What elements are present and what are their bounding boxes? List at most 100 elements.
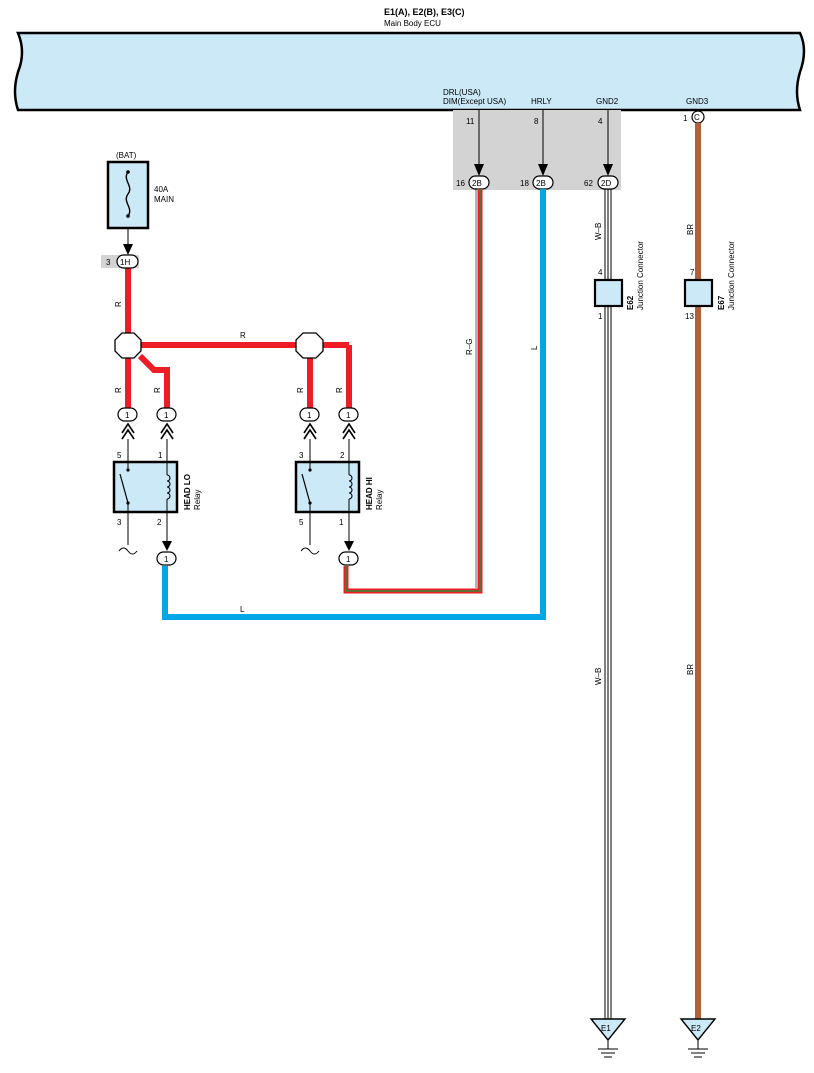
head-hi-conn-3-label: 1 [307,411,312,420]
fuse-icon [125,171,131,217]
head-lo-conn-5 [117,407,138,422]
head-hi-open-end [300,547,320,555]
wire-l-label-vertical: L [530,345,539,350]
hrly-pin-number: 8 [534,117,539,126]
e67-pin-bottom: 13 [685,312,694,321]
head-lo-open-end [118,547,138,555]
hrly-signal-label: HRLY [531,97,552,106]
head-hi-pin-3: 3 [299,451,304,460]
wire-r-network [125,268,352,408]
ecu-name-label: Main Body ECU [384,19,441,28]
ground-e2-label: E2 [691,1024,701,1033]
e67-pin-top: 7 [690,268,695,277]
ground-e2-triangle [679,1018,717,1042]
wire-r-label-hi-2: R [335,387,344,393]
head-lo-coil [166,474,171,500]
fuse-name-label: MAIN [154,195,174,204]
head-hi-pin-1: 1 [339,518,344,527]
wire-r-g-label: R–G [465,339,474,355]
e62-id: E62 [626,295,635,310]
head-lo-pin-3: 3 [117,518,122,527]
head-hi-conn-3 [299,407,320,422]
wire-r-label-lo-5: R [114,387,123,393]
head-lo-relay: 1 1 5 1 HEAD LO Relay 3 2 1 [112,407,202,566]
e62-pin-bottom: 1 [598,312,603,321]
ground-e1-triangle [589,1018,627,1042]
drl-pin-number: 11 [466,117,475,126]
wire-w-b-label-bottom: W–B [594,668,603,685]
junction-e62: 4 1 E62 Junction Connector [593,241,645,321]
head-hi-conn-2-label: 1 [346,411,351,420]
head-lo-pin-1: 1 [158,451,163,460]
head-hi-conn-2 [338,407,359,422]
head-hi-pin-5: 5 [299,518,304,527]
wire-w-b [604,189,612,1022]
head-hi-name: HEAD HI [365,477,374,510]
ground-e1-label: E1 [601,1024,611,1033]
gnd2-junction-conn-label: 2D [601,179,611,188]
junction-e67: 7 13 E67 Junction Connector [683,241,736,321]
wire-l [162,189,546,620]
head-hi-out-conn [338,551,359,566]
main-body-ecu: E1(A), E2(B), E3(C) Main Body ECU [13,7,806,112]
gnd3-signal-label: GND3 [686,97,709,106]
drl-junction-pin: 16 [456,179,465,188]
gnd2-junction-pin: 62 [584,179,593,188]
e67-box [683,278,714,308]
gnd3-pin-conn-label: C [694,113,700,122]
e62-type: Junction Connector [636,241,645,310]
head-hi-switch [301,473,311,504]
wire-l-label-horizontal: L [240,605,245,614]
e67-type: Junction Connector [727,241,736,310]
head-lo-conn-5-label: 1 [125,411,130,420]
drl-junction-conn-label: 2B [472,179,482,188]
wire-r-g [343,189,483,594]
ecu-junction-connectors: 16 2B 18 2B 62 2D [456,175,619,190]
head-hi-coil [348,474,353,500]
splice-point-right [295,332,324,359]
dim-signal-label: DIM(Except USA) [443,97,506,106]
head-lo-out-conn-label: 1 [164,555,169,564]
wire-w-b-label-top: W–B [594,223,603,240]
fuse-out-conn-label: 1H [120,258,130,267]
head-lo-name: HEAD LO [183,474,192,510]
wire-br-label-bottom: BR [686,664,695,675]
fuse-source-label: (BAT) [116,151,137,160]
head-lo-pin-5: 5 [117,451,122,460]
head-lo-switch [119,473,129,504]
ecu-leads [478,110,609,167]
wire-br-label-top: BR [686,224,695,235]
wire-r-label-fuse: R [114,301,123,307]
wire-r-label-hi-3: R [296,387,305,393]
drl-signal-label: DRL(USA) [443,88,481,97]
head-hi-relay: 1 1 3 2 HEAD HI Relay 5 1 1 [294,407,384,566]
ecu-lead-arrows [474,164,613,176]
main-fuse: (BAT) 40A MAIN 3 1H [101,151,174,269]
wire-r-label-bus: R [240,331,246,340]
splice-point-left [114,332,142,359]
head-lo-conn-1-label: 1 [164,411,169,420]
head-lo-out-conn [156,551,177,566]
hrly-junction-pin: 18 [520,179,529,188]
gnd2-signal-label: GND2 [596,97,619,106]
fuse-out-pin: 3 [106,258,111,267]
head-hi-out-conn-label: 1 [346,555,351,564]
ground-e1: E1 [589,1018,627,1058]
wire-r-label-lo-1: R [153,387,162,393]
head-hi-type: Relay [375,490,384,510]
e62-pin-top: 4 [598,268,603,277]
ecu-connectors-label: E1(A), E2(B), E3(C) [384,7,465,17]
head-hi-pin-2: 2 [340,451,345,460]
hrly-junction-conn-label: 2B [536,179,546,188]
fuse-rating-label: 40A [154,185,169,194]
gnd2-pin-number: 4 [598,117,603,126]
gnd3-pin-number: 1 [683,114,688,123]
head-lo-conn-1 [156,407,177,422]
ground-e2: E2 [679,1018,717,1058]
head-lo-pin-2: 2 [157,518,162,527]
head-lo-type: Relay [193,490,202,510]
e62-box [593,278,624,308]
fuse-out-conn [116,254,139,269]
e67-id: E67 [717,295,726,310]
